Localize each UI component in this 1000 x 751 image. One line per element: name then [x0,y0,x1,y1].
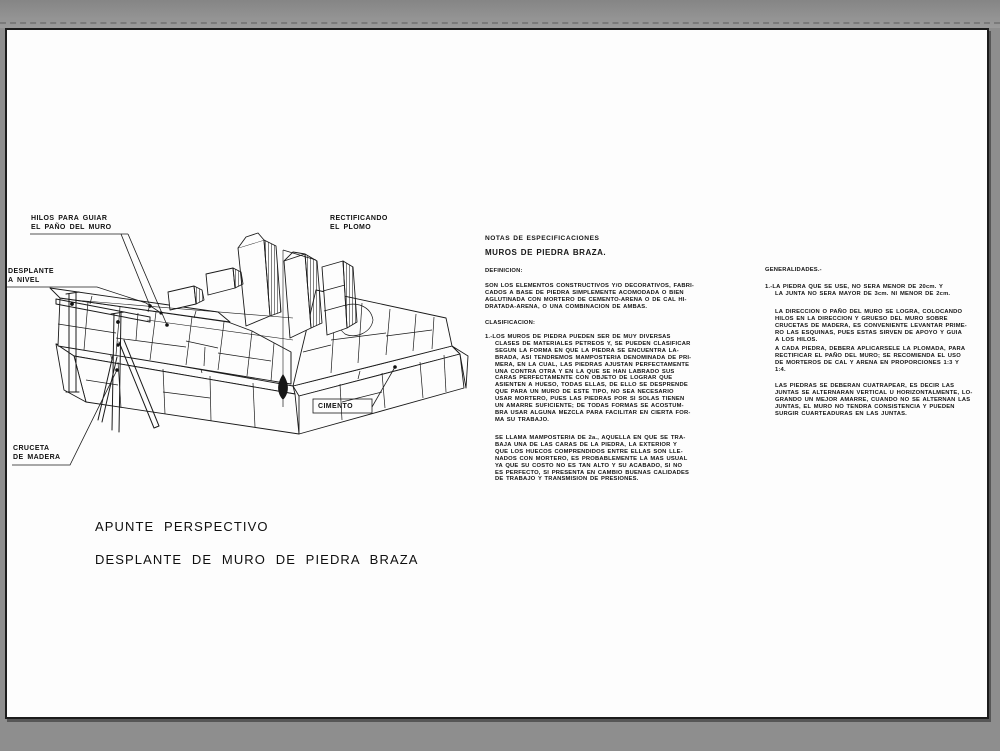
viewport-dashed-edge [0,22,1000,24]
classification-item-1: 1.-LOS MUROS DE PIEDRA PUEDEN SER DE MUY… [485,334,692,423]
label-hilos-para-guiar: HILOS PARA GUIAR EL PAÑO DEL MURO [31,215,112,231]
classification-heading: CLASIFICACION: [485,320,536,326]
notes-subheading: MUROS DE PIEDRA BRAZA. [485,248,607,257]
generalidades-heading: GENERALIDADES.- [765,267,822,273]
plumb-bob-linework [278,249,317,407]
corner-stones-linework [167,232,358,339]
label-cimiento: CIMENTO [318,403,353,410]
definition-paragraph: SON LOS ELEMENTOS CONSTRUCTIVOS Y/O DECO… [485,283,695,310]
label-rectificando-el-plomo: RECTIFICANDO EL PLOMO [330,215,388,231]
generalidades-item-1: 1.-LA PIEDRA QUE SE USE, NO SERA MENOR D… [765,284,951,297]
strings-linework [72,299,294,341]
label-desplante-a-nivel: DESPLANTE A NIVEL [8,268,54,284]
leader-lines [6,233,397,466]
drawing-caption: APUNTE PERSPECTIVO DESPLANTE DE MURO DE … [95,502,419,568]
generalidades-paragraph-2: LA DIRECCION O PAÑO DEL MURO SE LOGRA, C… [775,309,967,343]
cruceta-linework [55,291,160,433]
foundation-linework [55,343,469,435]
caption-line-1: APUNTE PERSPECTIVO [95,518,269,534]
generalidades-paragraph-3: A CADA PIEDRA, DEBERA APLICARSELE LA PLO… [775,346,966,373]
caption-line-2: DESPLANTE DE MURO DE PIEDRA BRAZA [95,551,419,567]
generalidades-paragraph-4: LAS PIEDRAS SE DEBERAN CUATRAPEAR, ES DE… [775,383,973,417]
classification-item-1-continued: SE LLAMA MAMPOSTERIA DE 2a., AQUELLA EN … [495,435,690,483]
notes-heading: NOTAS DE ESPECIFICACIONES [485,235,600,242]
definition-heading: DEFINICION: [485,268,523,274]
label-cruceta-de-madera: CRUCETA DE MADERA [13,445,61,461]
